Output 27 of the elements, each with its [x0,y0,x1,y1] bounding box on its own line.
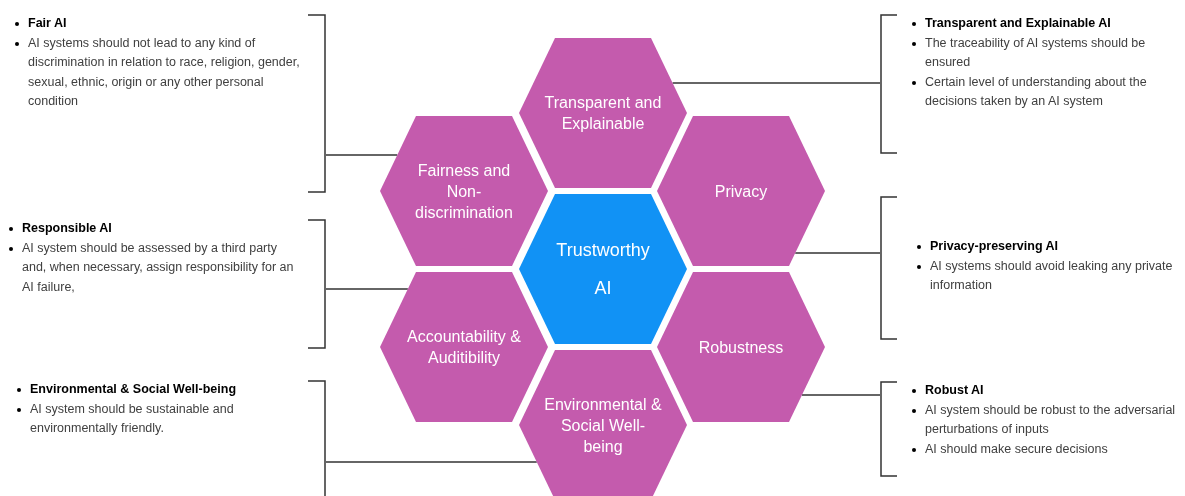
bullet-text: AI systems should not lead to any kind of discrimination in relation to race, religion, gender, sexual, ethnic, origin or any other personal condition [28,34,301,110]
bullet-text: The traceability of AI systems should be ensured [925,34,1147,71]
hexagon-label: Transparent and Explainable [543,93,663,134]
bullet-text: AI system should be sustainable and environmentally friendly. [30,400,235,437]
hexagon-label: Accountability & Auditibility [406,327,522,368]
bullet-heading: Privacy-preserving AI [930,238,1060,255]
hexagon-label: Trustworthy AI [555,239,651,300]
bullet-text: AI should make secure decisions [925,440,1109,458]
bullet-heading: Transparent and Explainable AI [925,15,1112,32]
bullet-heading: Robust AI [925,382,985,399]
bullet-text: Certain level of understanding about the decisions taken by an AI system [925,73,1148,110]
connector-line [671,82,881,84]
connector-line [801,394,881,396]
hexagon-label: Privacy [713,181,769,202]
connector-line [325,288,409,290]
bullet-heading: Environmental & Social Well-being [30,381,238,398]
bullet-text: AI systems should avoid leaking any private information [930,257,1174,294]
hexagon-label: Environmental & Social Well-being [543,394,663,457]
bullet-heading: Fair AI [28,15,68,32]
hexagon-label: Fairness and Non-discrimination [414,160,514,223]
bullet-text: AI system should be robust to the adversarial perturbations of inputs [925,401,1177,438]
connector-line [794,252,881,254]
connector-line [325,461,538,463]
hexagon-label: Robustness [697,337,785,358]
bullet-heading: Responsible AI [22,220,113,237]
bullet-text: AI system should be assessed by a third party and, when necessary, assign responsibility for an AI failure, [22,239,295,296]
connector-line [325,154,399,156]
